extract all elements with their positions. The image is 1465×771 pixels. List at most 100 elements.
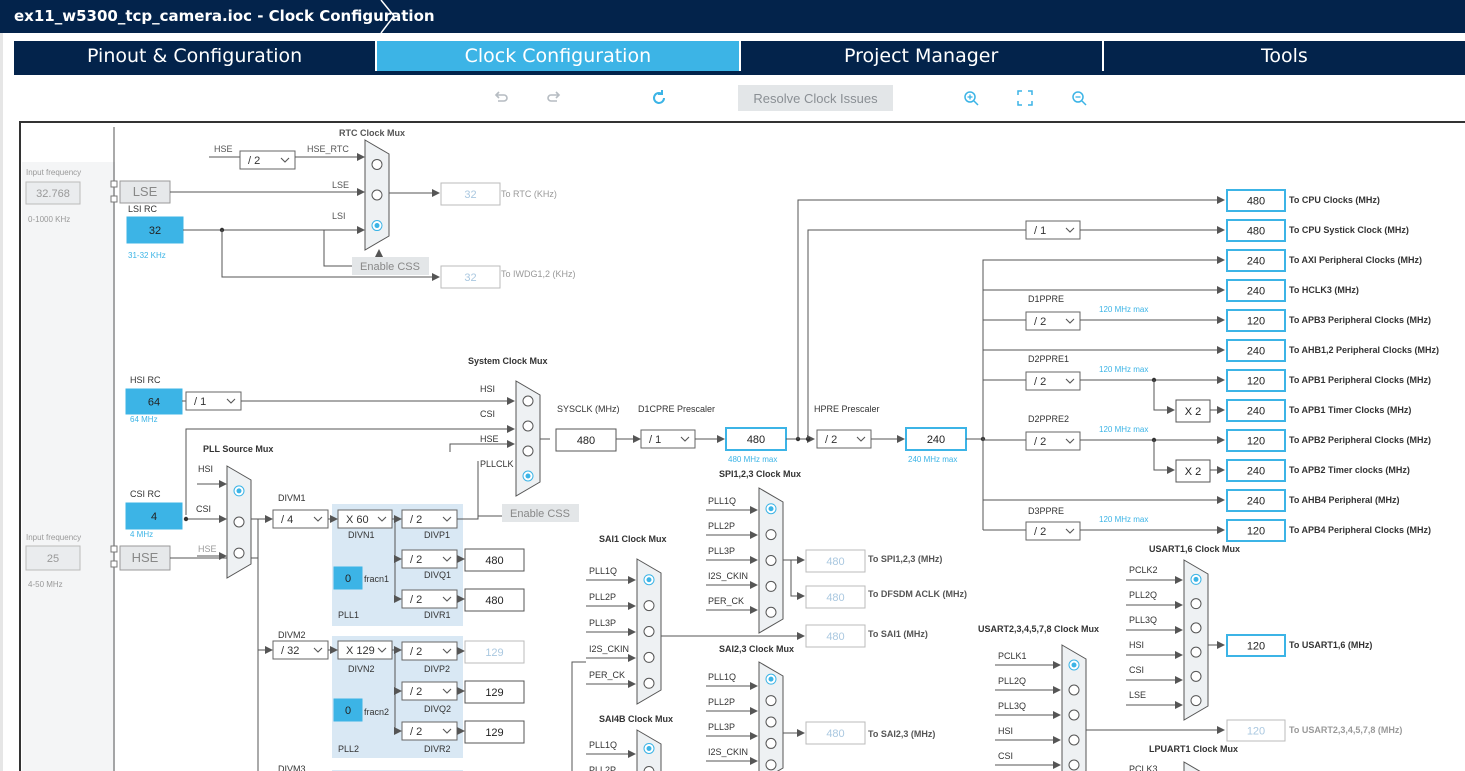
sai4b-clock-mux-selected-dot <box>646 745 652 751</box>
sai1-clock-mux-option[interactable] <box>643 651 655 663</box>
fracn1-value-box[interactable] <box>333 566 363 590</box>
sai23-clock-mux-option[interactable] <box>765 737 777 749</box>
sys-enable-css-button[interactable] <box>502 504 579 522</box>
usart2-clock-mux-option[interactable] <box>1068 684 1080 696</box>
lsi-source-box <box>126 216 184 244</box>
wire <box>1153 440 1175 474</box>
tab-clock-configuration[interactable]: Clock Configuration <box>377 41 741 71</box>
sai4b-clock-mux-option[interactable] <box>643 766 655 771</box>
csi-mhz: 4 MHz <box>130 530 153 539</box>
fit-screen-icon[interactable] <box>1016 89 1034 107</box>
sai23-clock-mux-option[interactable] <box>765 716 777 728</box>
spi-input-0: PLL1Q <box>708 496 736 506</box>
output-6-box <box>1226 369 1286 392</box>
zoom-in-icon[interactable] <box>962 89 980 107</box>
hse-input-frequency-box[interactable] <box>25 545 81 571</box>
usart16-input-3: HSI <box>1129 640 1144 650</box>
tab-tools[interactable]: Tools <box>1103 41 1465 71</box>
d3ppre-prescaler-value: / 2 <box>1034 526 1046 538</box>
d2ppre2-prescaler[interactable] <box>1025 431 1081 451</box>
system-clock-mux-option[interactable] <box>522 395 534 407</box>
d3ppre-prescaler[interactable] <box>1025 521 1081 541</box>
rtc-clock-mux-option[interactable] <box>371 158 383 170</box>
spi-clock-mux-option[interactable] <box>765 606 777 618</box>
usart16-input-5: LSE <box>1129 690 1146 700</box>
lpuart-input-0: PCLK3 <box>1129 764 1158 771</box>
tab-pinout[interactable]: Pinout & Configuration <box>14 41 378 71</box>
divr2-divider-value: / 2 <box>410 726 422 738</box>
csi-source-value: 4 <box>151 511 157 523</box>
lse-input-frequency-box[interactable] <box>25 181 81 205</box>
usart16-clock-mux-option[interactable] <box>1190 646 1202 658</box>
output-6-value: 120 <box>1247 376 1265 388</box>
sai23-clock-mux-option[interactable] <box>765 695 777 707</box>
tab-project-manager[interactable]: Project Manager <box>740 41 1104 71</box>
system-clock-mux-option[interactable] <box>522 445 534 457</box>
output-8-value: 120 <box>1247 436 1265 448</box>
hpre-prescaler-value: / 2 <box>825 434 837 446</box>
usart16-clock-mux-option[interactable] <box>1190 670 1202 682</box>
dfsdm-output-value: 480 <box>826 592 844 604</box>
usart2-clock-mux-option[interactable] <box>1068 734 1080 746</box>
rtc-hse-divider[interactable] <box>239 150 296 170</box>
usart16-clock-mux-option[interactable] <box>1190 622 1202 634</box>
systick-divider-value: / 1 <box>1034 225 1046 237</box>
usart16-clock-mux <box>1183 559 1209 721</box>
left-panel <box>22 162 115 771</box>
pll-source-mux-option[interactable] <box>233 547 245 559</box>
sai1-clock-mux-option[interactable] <box>643 626 655 637</box>
apb1-timer-multiplier-value: X 2 <box>1185 406 1202 418</box>
rtc-lsi-label: LSI <box>332 211 346 221</box>
system-clock-mux-selected-dot <box>525 473 531 479</box>
spi-clock-mux-option[interactable] <box>765 529 777 541</box>
usart2-input-1: PLL2Q <box>998 676 1026 686</box>
sai23-clock-mux-option[interactable] <box>765 759 777 771</box>
usart16-clock-mux-option[interactable] <box>1190 598 1202 610</box>
output-3-value: 240 <box>1247 286 1265 298</box>
output-10-box <box>1226 489 1286 512</box>
sai23-input-0: PLL1Q <box>708 672 736 682</box>
usart2-clock-mux-option[interactable] <box>1068 709 1080 721</box>
usart2-input-2: PLL3Q <box>998 701 1026 711</box>
rtc-clock-mux-option[interactable] <box>371 189 383 201</box>
d1-clock-value: 480 <box>747 434 765 446</box>
d3ppre-label: D3PPRE <box>1028 506 1064 516</box>
sai1-clock-mux-option[interactable] <box>643 600 655 612</box>
usart16-clock-mux-option[interactable] <box>1190 695 1202 707</box>
undo-icon[interactable] <box>492 89 510 107</box>
refresh-icon[interactable] <box>650 89 668 107</box>
d1ppre-label: D1PPRE <box>1028 294 1064 304</box>
output-1-box <box>1226 219 1286 242</box>
zoom-out-icon[interactable] <box>1070 89 1088 107</box>
divq1-divider-value: / 2 <box>410 554 422 566</box>
spi-clock-mux-option[interactable] <box>765 555 777 566</box>
wire <box>185 425 515 515</box>
redo-icon[interactable] <box>545 89 563 107</box>
sai1-input-0: PLL1Q <box>589 566 617 576</box>
input-frequency-label-2: Input frequency <box>26 533 81 542</box>
usart2-clock-mux-option[interactable] <box>1068 759 1080 771</box>
rtc-enable-css-button[interactable] <box>352 257 429 275</box>
sai1-clock-mux-option[interactable] <box>643 677 655 689</box>
wire <box>982 256 1225 530</box>
sysmux-hsi: HSI <box>480 384 495 394</box>
sai23-output-value: 480 <box>826 728 844 740</box>
sai23-input-3: I2S_CKIN <box>708 747 748 757</box>
chevron-down-icon <box>856 436 866 442</box>
d2ppre1-prescaler-value: / 2 <box>1034 376 1046 388</box>
divm2-label: DIVM2 <box>278 630 306 640</box>
wire <box>807 229 1026 439</box>
spi-clock-mux-option[interactable] <box>765 580 777 592</box>
system-clock-mux-option[interactable] <box>522 420 534 432</box>
sysclk-value-value: 480 <box>577 435 595 447</box>
fracn2-value-box[interactable] <box>333 698 363 722</box>
d2ppre1-prescaler[interactable] <box>1025 371 1081 391</box>
d2ppre1-max: 120 MHz max <box>1099 365 1148 374</box>
resolve-clock-issues-button[interactable]: Resolve Clock Issues <box>738 85 893 111</box>
d1ppre-prescaler[interactable] <box>1025 311 1081 331</box>
pll1r-output-box <box>464 588 525 612</box>
usart2-input-0: PCLK1 <box>998 651 1027 661</box>
pll-source-mux-option[interactable] <box>233 516 245 528</box>
output-10-label: To AHB4 Peripheral (MHz) <box>1289 495 1400 505</box>
spi-mux-label: SPI1,2,3 Clock Mux <box>719 469 801 479</box>
